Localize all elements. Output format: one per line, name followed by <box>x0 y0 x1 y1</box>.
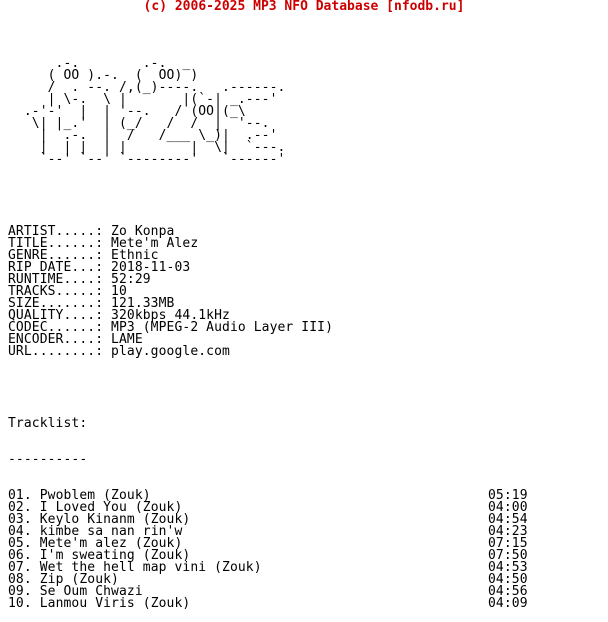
info-value: 320kbps 44.1kHz <box>111 308 230 323</box>
info-label: RUNTIME....: <box>8 272 112 287</box>
track-duration: 04:00 <box>488 500 528 515</box>
track-duration: 04:56 <box>488 584 528 599</box>
info-value: Ethnic <box>111 248 159 263</box>
ascii-line: | \-. \ | |(`-| _.---' <box>8 92 278 107</box>
info-value: Zo Konpa <box>111 224 175 239</box>
tracklist-underline: ---------- <box>8 452 88 467</box>
info-label: TRACKS.....: <box>8 284 112 299</box>
info-row: SIZE.......: 121.33MB <box>8 296 333 311</box>
track-duration: 04:09 <box>488 596 528 611</box>
info-row: CODEC......: MP3 (MPEG-2 Audio Layer III… <box>8 320 333 335</box>
info-label: TITLE......: <box>8 236 112 251</box>
info-row: QUALITY....: 320kbps 44.1kHz <box>8 308 333 323</box>
nfodb-banner: (c) 2006-2025 MP3 NFO Database [nfodb.ru… <box>143 0 465 14</box>
track-number: 10. <box>8 596 32 611</box>
ascii-line: `--' `--' `--------' `------' <box>8 152 286 167</box>
info-row: GENRE......: Ethnic <box>8 248 333 263</box>
track-duration: 07:15 <box>488 536 528 551</box>
track-row: 10. Lanmou Viris (Zouk) 04:09 <box>8 596 528 611</box>
info-label: URL........: <box>8 344 112 359</box>
spacer <box>8 382 333 394</box>
info-row: URL........: play.google.com <box>8 344 333 359</box>
ascii-line: \| |_.' | (_/ / / | '--. <box>8 116 270 131</box>
info-value: LAME <box>111 332 143 347</box>
info-row: ENCODER....: LAME <box>8 332 333 347</box>
nfo-document: .-. .-. _ ( OO ).-. ( OO) ) / . --. /,(_… <box>8 34 528 622</box>
track-duration: 07:50 <box>488 548 528 563</box>
track-duration: 04:53 <box>488 560 528 575</box>
ascii-line: / . --. /,(_)----. .------. <box>8 80 286 95</box>
info-value: play.google.com <box>111 344 230 359</box>
track-duration: 04:54 <box>488 512 528 527</box>
spacer <box>8 190 333 202</box>
info-value: 10 <box>111 284 127 299</box>
info-value: 2018-11-03 <box>111 260 191 275</box>
info-value: 52:29 <box>111 272 151 287</box>
info-row: ARTIST.....: Zo Konpa <box>8 224 333 239</box>
info-value: Mete'm Alez <box>111 236 199 251</box>
info-label: CODEC......: <box>8 320 112 335</box>
info-value: MP3 (MPEG-2 Audio Layer III) <box>111 320 333 335</box>
track-duration: 04:50 <box>488 572 528 587</box>
info-label: GENRE......: <box>8 248 112 263</box>
tracklist-heading: Tracklist: <box>8 416 88 431</box>
track-duration: 04:23 <box>488 524 528 539</box>
track-title: Lanmou Viris (Zouk) <box>39 596 191 611</box>
info-row: TITLE......: Mete'm Alez <box>8 236 333 251</box>
ascii-line: | .-. | / /___ \_)| .--' <box>8 128 278 143</box>
ascii-line: ( OO ).-. ( OO) ) <box>8 68 199 83</box>
info-label: QUALITY....: <box>8 308 112 323</box>
info-label: ARTIST.....: <box>8 224 112 239</box>
ascii-line: | | | | | | \| `---. <box>8 140 286 155</box>
ascii-line: .-. .-. _ <box>8 56 191 71</box>
info-value: 121.33MB <box>111 296 175 311</box>
info-label: ENCODER....: <box>8 332 112 347</box>
ascii-line: .-'-' | | '--. / (OO|(_\ <box>8 104 246 119</box>
info-label: SIZE.......: <box>8 296 112 311</box>
info-row: RIP DATE...: 2018-11-03 <box>8 260 333 275</box>
ascii-logo: .-. .-. _ ( OO ).-. ( OO) ) / . --. /,(_… <box>8 56 333 167</box>
info-label: RIP DATE...: <box>8 260 112 275</box>
info-row: TRACKS.....: 10 <box>8 284 333 299</box>
info-row: RUNTIME....: 52:29 <box>8 272 333 287</box>
